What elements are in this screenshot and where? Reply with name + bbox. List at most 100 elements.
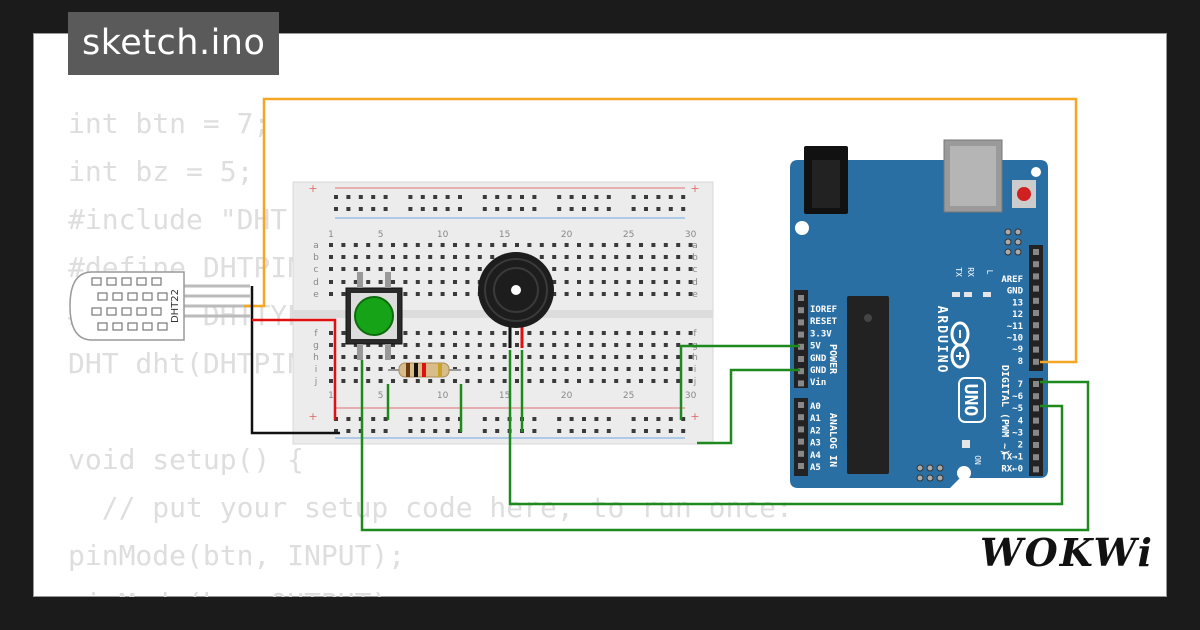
breadboard-hole[interactable] [428, 280, 433, 284]
rail-hole[interactable] [346, 195, 351, 199]
breadboard-hole[interactable] [341, 379, 346, 383]
breadboard-hole[interactable] [378, 367, 383, 371]
breadboard-hole[interactable] [366, 355, 371, 359]
breadboard-hole[interactable] [403, 343, 408, 347]
breadboard-hole[interactable] [465, 367, 470, 371]
breadboard-hole[interactable] [477, 367, 482, 371]
header-pin[interactable] [1033, 273, 1039, 280]
rail-hole[interactable] [557, 417, 562, 421]
breadboard-hole[interactable] [465, 355, 470, 359]
breadboard-hole[interactable] [601, 367, 606, 371]
breadboard-hole[interactable] [403, 355, 408, 359]
breadboard-hole[interactable] [577, 343, 581, 347]
breadboard-hole[interactable] [589, 243, 594, 247]
breadboard-hole[interactable] [651, 292, 656, 296]
rail-hole[interactable] [668, 429, 673, 433]
breadboard-hole[interactable] [626, 343, 631, 347]
breadboard-hole[interactable] [353, 280, 358, 284]
rail-hole[interactable] [594, 417, 599, 421]
breadboard-hole[interactable] [515, 331, 519, 335]
breadboard-hole[interactable] [651, 343, 656, 347]
breadboard-hole[interactable] [639, 255, 643, 259]
breadboard-hole[interactable] [651, 331, 656, 335]
breadboard-hole[interactable] [515, 243, 519, 247]
breadboard-hole[interactable] [353, 243, 358, 247]
header-pin[interactable] [1033, 310, 1039, 316]
rail-hole[interactable] [445, 417, 450, 421]
rail-hole[interactable] [668, 417, 673, 421]
breadboard-hole[interactable] [688, 379, 693, 383]
rail-hole[interactable] [507, 207, 512, 211]
rail-hole[interactable] [371, 207, 376, 211]
header-pin[interactable] [1033, 334, 1039, 341]
breadboard-hole[interactable] [601, 243, 606, 247]
rail-hole[interactable] [569, 417, 574, 421]
breadboard-hole[interactable] [428, 343, 433, 347]
breadboard-hole[interactable] [515, 367, 519, 371]
breadboard-hole[interactable] [428, 292, 433, 296]
breadboard-hole[interactable] [440, 379, 445, 383]
breadboard-hole[interactable] [614, 343, 619, 347]
breadboard-hole[interactable] [453, 243, 457, 247]
breadboard-hole[interactable] [403, 280, 408, 284]
rail-hole[interactable] [557, 207, 562, 211]
breadboard-hole[interactable] [552, 280, 557, 284]
breadboard-hole[interactable] [391, 255, 395, 259]
breadboard-hole[interactable] [651, 267, 656, 271]
breadboard-hole[interactable] [502, 367, 507, 371]
breadboard-hole[interactable] [589, 367, 594, 371]
rail-hole[interactable] [408, 429, 413, 433]
breadboard-hole[interactable] [601, 255, 606, 259]
breadboard-hole[interactable] [502, 343, 507, 347]
breadboard-hole[interactable] [552, 367, 557, 371]
breadboard-hole[interactable] [341, 343, 346, 347]
breadboard-hole[interactable] [527, 379, 532, 383]
breadboard-hole[interactable] [614, 355, 619, 359]
breadboard-hole[interactable] [663, 292, 668, 296]
breadboard-hole[interactable] [688, 292, 693, 296]
rail-hole[interactable] [656, 429, 661, 433]
breadboard-hole[interactable] [601, 343, 606, 347]
breadboard-hole[interactable] [490, 343, 495, 347]
breadboard-hole[interactable] [639, 267, 643, 271]
breadboard-hole[interactable] [527, 343, 532, 347]
rail-hole[interactable] [681, 429, 686, 433]
rail-hole[interactable] [644, 417, 648, 421]
breadboard-hole[interactable] [676, 243, 681, 247]
breadboard-hole[interactable] [378, 243, 383, 247]
header-pin[interactable] [798, 368, 804, 375]
breadboard-hole[interactable] [353, 343, 358, 347]
breadboard-hole[interactable] [539, 379, 544, 383]
breadboard-hole[interactable] [391, 379, 395, 383]
breadboard-hole[interactable] [651, 367, 656, 371]
rail-hole[interactable] [408, 417, 413, 421]
breadboard-hole[interactable] [614, 255, 619, 259]
breadboard-hole[interactable] [378, 267, 383, 271]
rail-hole[interactable] [656, 195, 661, 199]
breadboard-hole[interactable] [639, 343, 643, 347]
breadboard-hole[interactable] [663, 355, 668, 359]
breadboard-hole[interactable] [676, 331, 681, 335]
breadboard-hole[interactable] [391, 355, 395, 359]
breadboard-hole[interactable] [589, 343, 594, 347]
rail-hole[interactable] [433, 207, 438, 211]
breadboard-hole[interactable] [465, 280, 470, 284]
breadboard-hole[interactable] [663, 255, 668, 259]
rail-hole[interactable] [631, 207, 636, 211]
breadboard-hole[interactable] [552, 243, 557, 247]
breadboard-hole[interactable] [477, 379, 482, 383]
breadboard-hole[interactable] [428, 331, 433, 335]
breadboard-hole[interactable] [453, 343, 457, 347]
rail-hole[interactable] [383, 429, 388, 433]
header-pin[interactable] [1033, 429, 1039, 436]
rail-hole[interactable] [371, 195, 376, 199]
breadboard-hole[interactable] [341, 292, 346, 296]
breadboard-hole[interactable] [527, 355, 532, 359]
breadboard-hole[interactable] [366, 267, 371, 271]
breadboard-hole[interactable] [415, 379, 420, 383]
rail-hole[interactable] [371, 417, 376, 421]
breadboard-hole[interactable] [341, 355, 346, 359]
rail-hole[interactable] [644, 195, 648, 199]
breadboard-hole[interactable] [688, 280, 693, 284]
rail-hole[interactable] [520, 207, 524, 211]
